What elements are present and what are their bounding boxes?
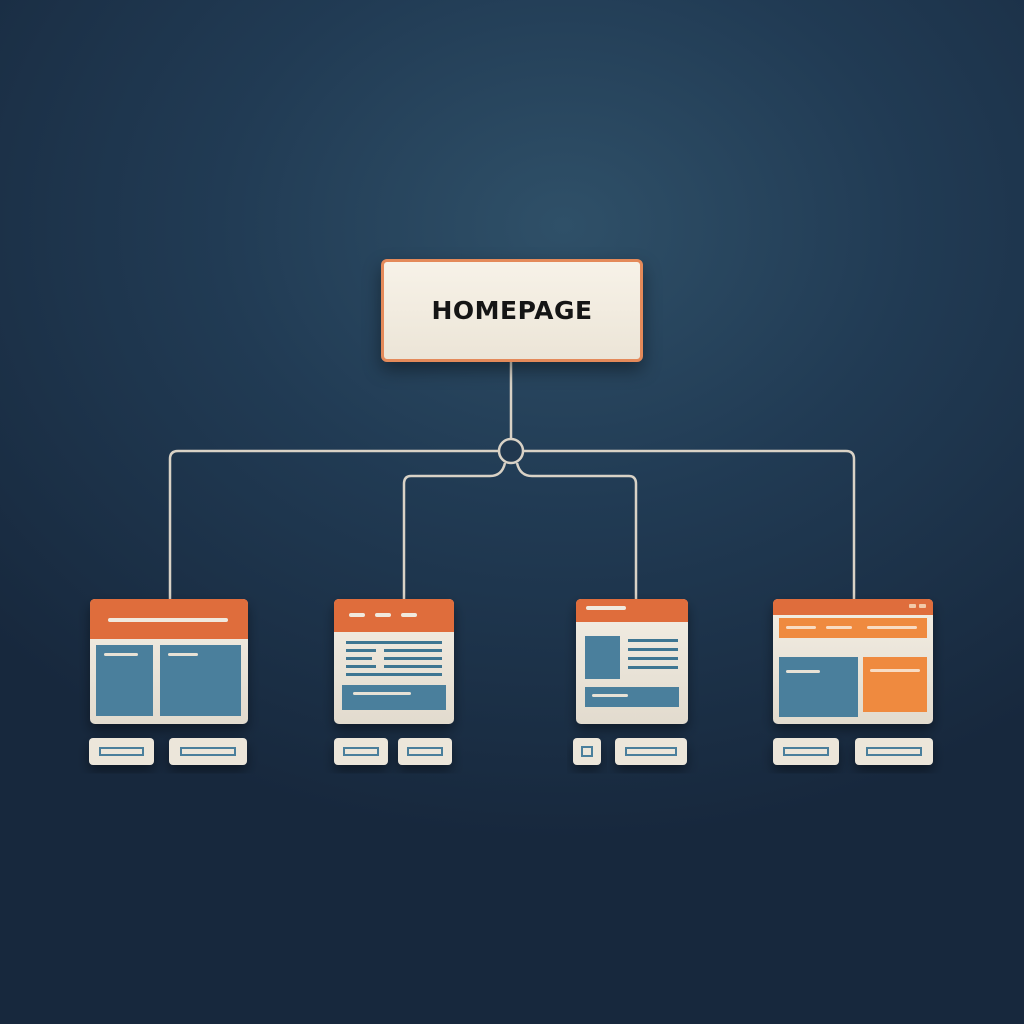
text-list-layout-icon xyxy=(334,599,454,724)
page-card-1[interactable] xyxy=(89,599,248,765)
junction-node xyxy=(497,437,525,465)
connector-outer-right xyxy=(523,449,856,600)
connector-inner-right xyxy=(515,462,638,600)
connector-outer-left xyxy=(168,449,499,600)
page-card-2[interactable] xyxy=(334,599,454,765)
link-buttons-1 xyxy=(89,738,247,765)
dashboard-layout-icon xyxy=(773,599,933,724)
connector-lines xyxy=(168,362,856,600)
article-layout-icon xyxy=(576,599,688,724)
connector-inner-left xyxy=(402,462,507,600)
link-buttons-4 xyxy=(773,738,933,765)
homepage-node[interactable]: HOMEPAGE xyxy=(381,259,643,362)
page-card-3[interactable] xyxy=(573,599,688,765)
page-card-4[interactable] xyxy=(773,599,933,765)
two-column-layout-icon xyxy=(90,599,248,724)
link-buttons-3 xyxy=(573,738,687,765)
link-buttons-2 xyxy=(334,738,452,765)
homepage-label: HOMEPAGE xyxy=(431,296,593,325)
